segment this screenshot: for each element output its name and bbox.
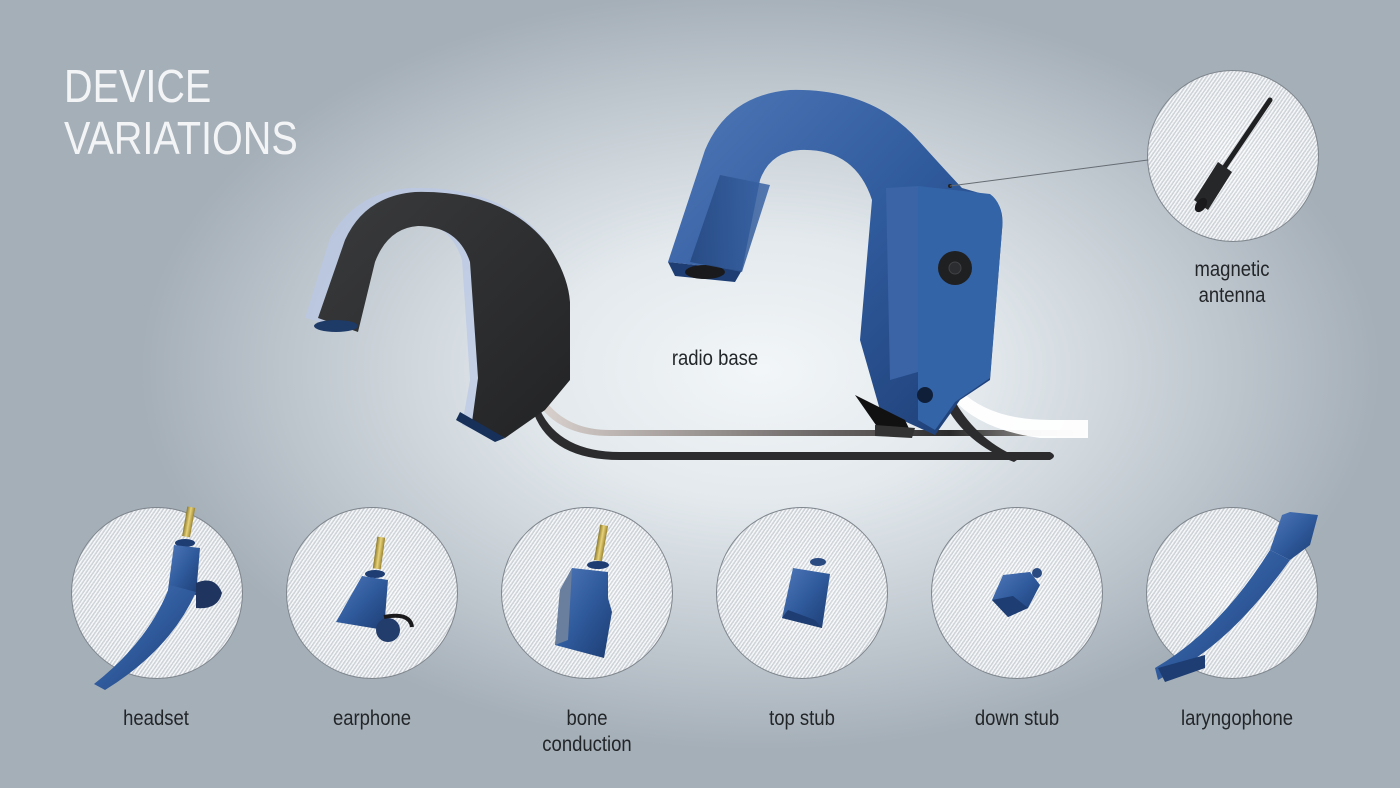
earphone-module-icon: [336, 536, 414, 642]
down-stub-icon: [992, 568, 1042, 617]
variation-label-laryngophone: laryngophone: [1180, 707, 1294, 730]
bone-conduction-module-icon: [555, 524, 612, 658]
black-radio-base: [305, 187, 570, 442]
radio-base-label: radio base: [671, 347, 759, 370]
antenna-label: magnetic antenna: [1179, 257, 1285, 309]
bone-label-line-2: conduction: [542, 733, 632, 756]
variation-label-down-stub: down stub: [974, 707, 1060, 730]
laryngophone-module-icon: [1155, 512, 1318, 682]
variation-label-headset: headset: [123, 707, 189, 730]
antenna-label-line-2: antenna: [1198, 284, 1266, 307]
bone-label-line-1: bone: [566, 707, 608, 730]
title-line-2: VARIATIONS: [64, 112, 298, 164]
antenna-icon: [1194, 97, 1273, 213]
variation-label-top-stub: top stub: [769, 707, 835, 730]
antenna-callout-line: [948, 159, 1149, 188]
blue-radio-base: [668, 89, 1003, 438]
top-stub-icon: [782, 558, 830, 628]
antenna-label-line-1: magnetic: [1194, 258, 1270, 281]
radio-base-rails: [534, 390, 1088, 462]
variation-label-earphone: earphone: [332, 707, 412, 730]
variation-label-bone-conduction: bone conduction: [534, 706, 640, 758]
headset-module-icon: [94, 506, 222, 690]
title-line-1: DEVICE: [64, 60, 212, 112]
antenna-circle: [1147, 70, 1319, 242]
page-title: DEVICE VARIATIONS: [64, 60, 298, 164]
